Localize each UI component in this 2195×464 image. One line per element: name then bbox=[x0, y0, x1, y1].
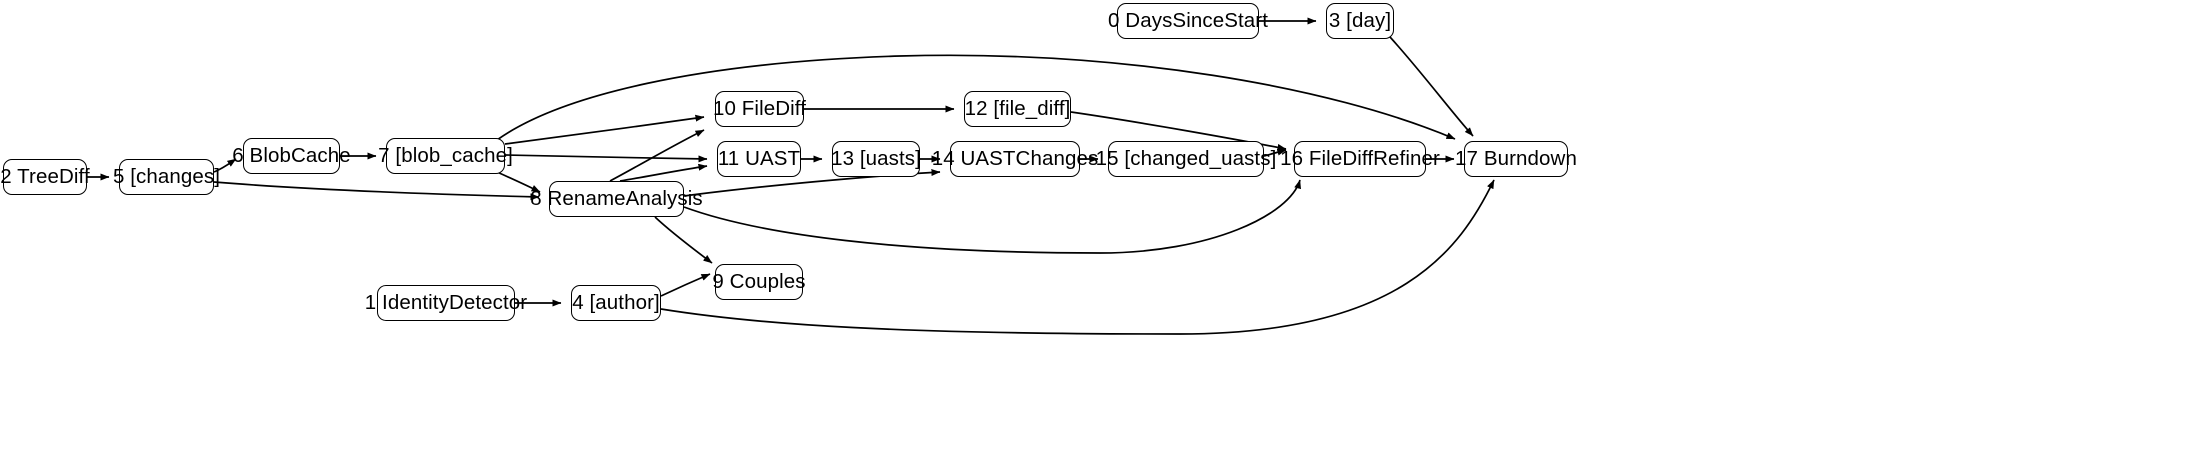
graph-node-label: 5 [changes] bbox=[112, 164, 221, 188]
graph-node-label: 15 [changed_uasts] bbox=[1095, 146, 1277, 170]
graph-node[interactable]: 14 UASTChanges bbox=[932, 141, 1098, 177]
graph-node[interactable]: 17 Burndown bbox=[1455, 141, 1577, 177]
graph-node-label: 10 FileDiff bbox=[713, 96, 807, 120]
graph-node[interactable]: 9 Couples bbox=[712, 264, 806, 300]
graph-node-label: 4 [author] bbox=[572, 290, 660, 314]
graph-node-label: 9 Couples bbox=[712, 269, 806, 293]
graph-node[interactable]: 8 RenameAnalysis bbox=[530, 181, 703, 217]
graph-node-label: 14 UASTChanges bbox=[931, 146, 1099, 170]
graph-node[interactable]: 7 [blob_cache] bbox=[378, 138, 513, 174]
graph-node[interactable]: 5 [changes] bbox=[113, 159, 220, 195]
graph-node[interactable]: 11 UAST bbox=[717, 141, 801, 177]
graph-node[interactable]: 0 DaysSinceStart bbox=[1108, 3, 1268, 39]
graph-node-label: 8 RenameAnalysis bbox=[530, 186, 703, 210]
graph-node-label: 6 BlobCache bbox=[232, 143, 351, 167]
graph-node[interactable]: 3 [day] bbox=[1326, 3, 1394, 39]
graph-node-label: 2 TreeDiff bbox=[0, 164, 90, 188]
graph-node[interactable]: 13 [uasts] bbox=[831, 141, 921, 177]
graph-node[interactable]: 1 IdentityDetector bbox=[365, 285, 527, 321]
graph-node-label: 16 FileDiffRefiner bbox=[1280, 146, 1440, 170]
graph-node[interactable]: 15 [changed_uasts] bbox=[1096, 141, 1276, 177]
graph-node[interactable]: 2 TreeDiff bbox=[0, 159, 90, 195]
graph-node[interactable]: 4 [author] bbox=[571, 285, 661, 321]
graph-node-label: 13 [uasts] bbox=[831, 146, 921, 170]
graph-node-label: 3 [day] bbox=[1328, 8, 1392, 32]
graph-node[interactable]: 12 [file_diff] bbox=[964, 91, 1071, 127]
graph-node-label: 12 [file_diff] bbox=[964, 96, 1071, 120]
graph-node-label: 1 IdentityDetector bbox=[364, 290, 528, 314]
graph-node[interactable]: 16 FileDiffRefiner bbox=[1280, 141, 1440, 177]
graph-node-label: 11 UAST bbox=[717, 146, 801, 170]
graph-node-label: 17 Burndown bbox=[1455, 146, 1577, 170]
graph-node-label: 0 DaysSinceStart bbox=[1108, 8, 1268, 32]
graph-node[interactable]: 10 FileDiff bbox=[713, 91, 807, 127]
graph-node[interactable]: 6 BlobCache bbox=[232, 138, 351, 174]
graph-node-label: 7 [blob_cache] bbox=[378, 143, 513, 167]
